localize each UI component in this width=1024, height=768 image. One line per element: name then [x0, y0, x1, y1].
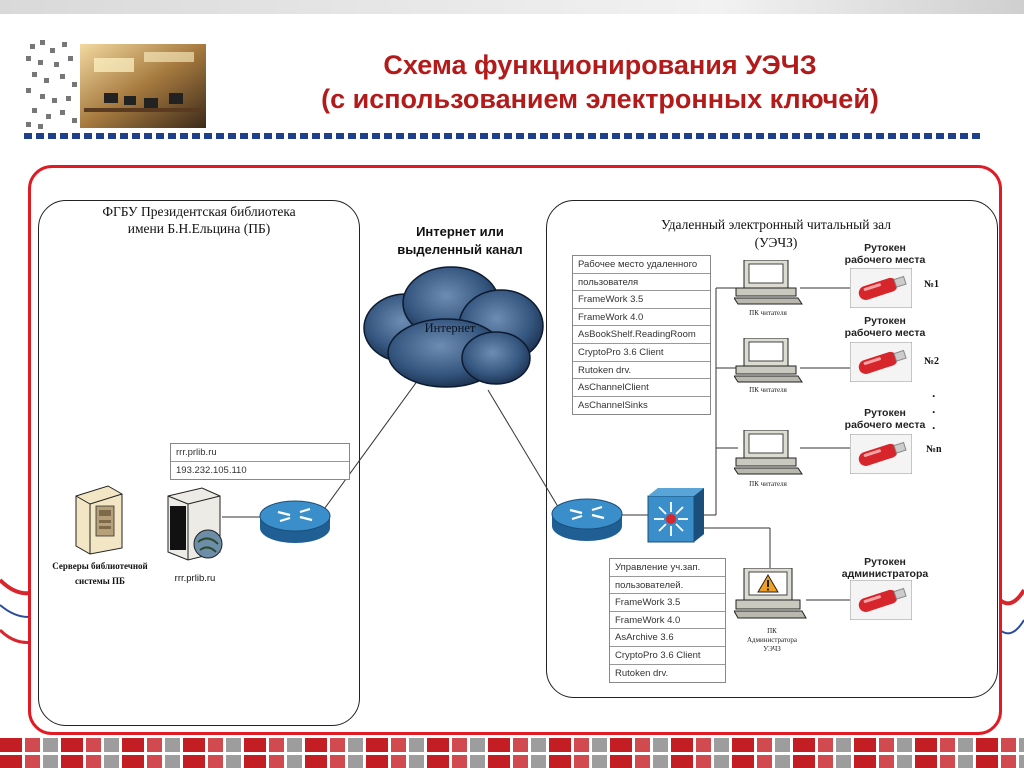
list-item: FrameWork 3.5 [610, 594, 725, 612]
rutoken-admin-usb-key-icon [850, 580, 912, 620]
reader-pc-label: ПК читателя [749, 386, 787, 394]
ellipsis-dot: . [932, 386, 936, 400]
list-item: AsBookShelf.ReadingRoom [573, 326, 710, 344]
top-decor-bar [0, 0, 1024, 14]
internet-label-line1: Интернет или [416, 224, 504, 239]
servers-label-line2: системы ПБ [75, 576, 125, 586]
workstation-number-2: №2 [924, 356, 940, 367]
list-item: Rutoken drv. [615, 667, 669, 679]
rutoken-ws-label-line1: Рутокен [864, 242, 906, 254]
reader-pc-icon [734, 260, 803, 305]
servers-label-line1: Серверы библиотечной [52, 561, 148, 571]
reader-pc-label: ПК читателя [749, 309, 787, 317]
list-item: AsArchive 3.6 [610, 629, 725, 647]
server-name-label: rrr.prlib.ru [174, 573, 216, 584]
admin-pc-label-line1: ПК [767, 627, 777, 635]
list-item: FrameWork 4.0 [610, 612, 725, 630]
rutoken-admin-label-line2: администратора [841, 568, 929, 580]
workstation-number-n: №n [926, 444, 942, 455]
server-info-row: rrr.prlib.ru [171, 444, 349, 462]
list-item: пользователей. [610, 577, 725, 595]
server-info-row: 193.232.105.110 [176, 464, 247, 476]
rutoken-usb-key-icon [850, 342, 912, 382]
rutoken-usb-key-icon [850, 268, 912, 308]
admin-pc-icon [734, 568, 807, 619]
list-item: пользователя [573, 274, 710, 292]
rutoken-ws-label-line2: рабочего места [844, 327, 926, 339]
library-servers-icon [75, 485, 123, 555]
cloud-label: Интернет [424, 321, 476, 335]
list-item: Рабочее место удаленного [573, 256, 710, 274]
router-right-icon [551, 498, 623, 541]
router-left-icon [259, 500, 331, 543]
workstation-software-list: Рабочее место удаленного пользователя Fr… [572, 255, 711, 416]
list-item: Управление уч.зап. [610, 559, 725, 577]
admin-software-list: Управление уч.зап. пользователей. FrameW… [609, 558, 726, 684]
list-item: CryptoPro 3.6 Client [573, 344, 710, 362]
list-item: FrameWork 3.5 [573, 291, 710, 309]
rutoken-ws-label-line1: Рутокен [864, 315, 906, 327]
left-panel-title-line1: ФГБУ Президентская библиотека [102, 204, 296, 219]
admin-pc-label-line2: Администратора [746, 636, 798, 644]
ellipsis-dot: . [932, 402, 936, 416]
list-item: CryptoPro 3.6 Client [610, 647, 725, 665]
right-panel-title-line2: (УЭЧЗ) [754, 235, 798, 250]
ellipsis-dot: . [932, 418, 936, 432]
right-panel-title-line1: Удаленный электронный читальный зал [661, 217, 891, 232]
rutoken-ws-label-line2: рабочего места [844, 419, 926, 431]
list-item: AsChannelSinks [578, 399, 648, 411]
admin-pc-label-line3: УЭЧЗ [763, 645, 781, 653]
rutoken-ws-label-line1: Рутокен [864, 407, 906, 419]
bottom-decor-strip-band [0, 752, 1024, 755]
list-item: FrameWork 4.0 [573, 309, 710, 327]
left-panel-title-line2: имени Б.Н.Ельцина (ПБ) [127, 221, 271, 236]
server-info-list: rrr.prlib.ru 193.232.105.110 [170, 443, 350, 481]
title-separator [24, 133, 982, 139]
header-photo [24, 38, 206, 130]
reader-pc-label: ПК читателя [749, 480, 787, 488]
network-switch-icon [647, 488, 704, 543]
rutoken-usb-key-icon [850, 434, 912, 474]
right-swoosh-decor [1000, 588, 1024, 635]
rutoken-ws-label-line2: рабочего места [844, 254, 926, 266]
list-item: AsChannelClient [573, 379, 710, 397]
slide-title-line2: (с использованием электронных ключей) [321, 84, 879, 114]
reader-pc-icon [734, 338, 803, 383]
web-server-icon [167, 487, 223, 561]
workstation-number-1: №1 [924, 279, 940, 290]
internet-label-line2: выделенный канал [397, 242, 523, 257]
reader-pc-icon [734, 430, 803, 475]
slide-title-line1: Схема функционирования УЭЧЗ [383, 50, 817, 80]
internet-cloud-icon [363, 266, 544, 388]
list-item: Rutoken drv. [573, 362, 710, 380]
rutoken-admin-label-line1: Рутокен [864, 556, 906, 568]
